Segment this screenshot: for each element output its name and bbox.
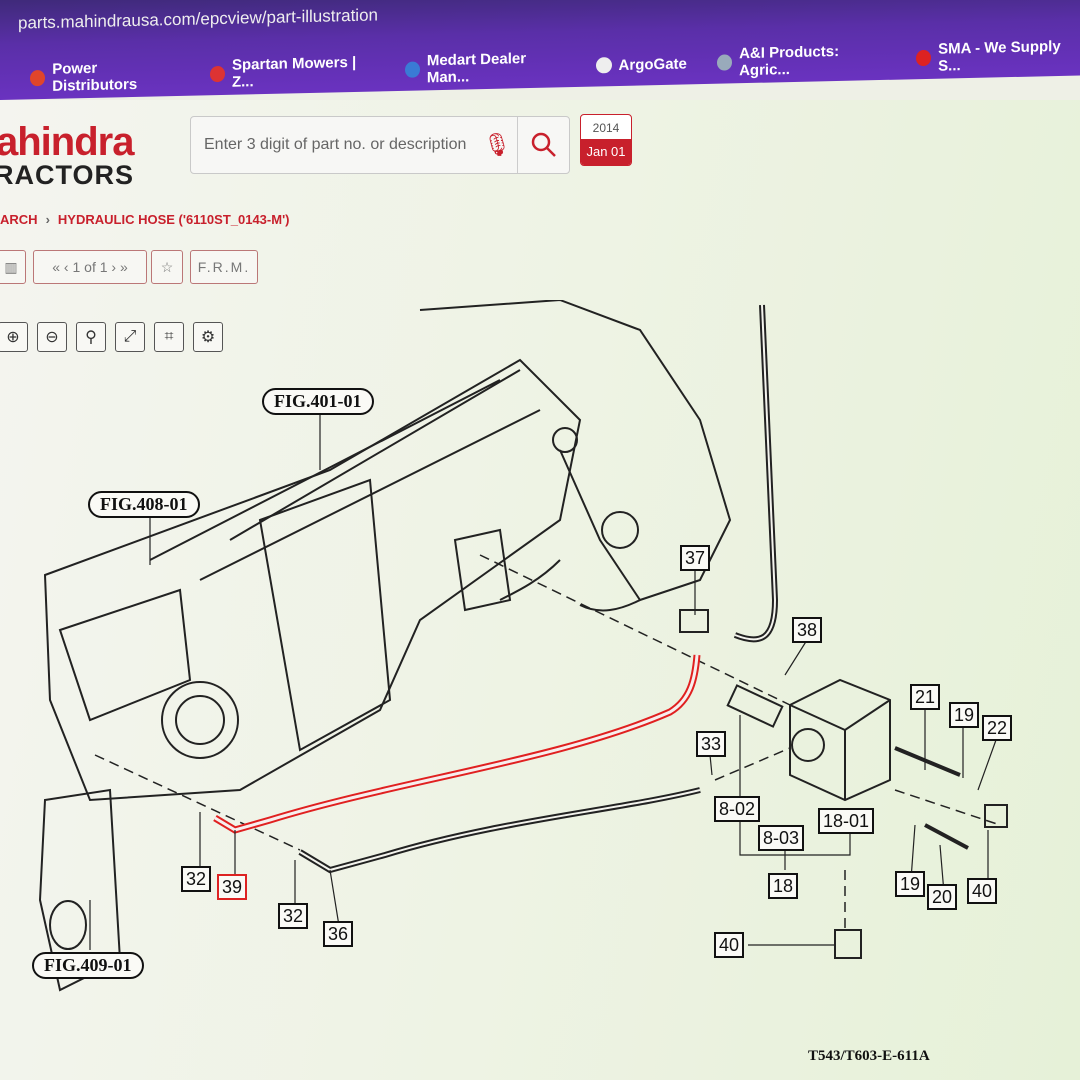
hose-36 <box>298 787 701 874</box>
callout-32[interactable]: 32 <box>181 866 212 892</box>
callout-37[interactable]: 37 <box>680 545 711 571</box>
browser-chrome: parts.mahindrausa.com/epcview/part-illus… <box>0 0 1080 100</box>
dashed-leader-lines <box>94 554 1001 930</box>
zoom-out-icon: ⊖ <box>45 329 59 346</box>
crop-icon: ⌗ <box>164 328 174 345</box>
zoom-out-button[interactable]: ⊖ <box>37 322 67 352</box>
logo-line2: RACTORS <box>0 160 135 190</box>
search-button[interactable] <box>517 117 569 173</box>
settings-icon: ⚙ <box>200 329 216 346</box>
zoom-user-button[interactable]: ⚲ <box>76 322 106 352</box>
bookmark-label: SMA - We Supply S... <box>938 37 1061 75</box>
microphone-icon[interactable]: 🎙︎ <box>483 132 511 157</box>
favorite-button[interactable]: ☆ <box>151 250 183 284</box>
bookmark-argogate[interactable]: ArgoGate <box>595 46 687 82</box>
parts-illustration[interactable] <box>0 300 1080 1080</box>
callout-8-03[interactable]: 8-03 <box>758 825 805 851</box>
pager-label: « ‹ 1 of 1 › » <box>52 259 128 275</box>
bookmark-medart[interactable]: Medart Dealer Man... <box>404 49 566 87</box>
bookmark-ai-products[interactable]: A&I Products: Agric... <box>716 42 886 80</box>
callout-19[interactable]: 19 <box>949 702 980 728</box>
zoom-user-icon: ⚲ <box>85 329 97 346</box>
callout-8-02[interactable]: 8-02 <box>714 796 761 822</box>
valve-block <box>679 609 1008 959</box>
logo-line1: ahindra <box>0 120 134 164</box>
barcode-button[interactable]: ▥ <box>0 250 26 284</box>
callout-20[interactable]: 20 <box>927 884 958 910</box>
pager[interactable]: « ‹ 1 of 1 › » <box>33 250 147 284</box>
bookmark-label: Spartan Mowers | Z... <box>231 53 357 91</box>
search-input[interactable]: Enter 3 digit of part no. or description <box>204 136 467 153</box>
callout-38[interactable]: 38 <box>792 617 823 643</box>
callout-18-01[interactable]: 18-01 <box>818 808 875 834</box>
callout-39-highlighted[interactable]: 39 <box>217 874 248 900</box>
calendar-date-picker[interactable]: 2014 Jan 01 <box>580 114 632 166</box>
bookmark-label: Medart Dealer Man... <box>426 50 527 87</box>
bookmark-label: ArgoGate <box>618 54 687 74</box>
hose-39-highlighted <box>213 654 701 834</box>
steel-pipe <box>733 304 779 643</box>
fit-screen-button[interactable]: ⤢ <box>115 322 145 352</box>
callout-18[interactable]: 18 <box>768 873 799 899</box>
zoom-in-button[interactable]: ⊕ <box>0 322 28 352</box>
callout-19b[interactable]: 19 <box>895 871 926 897</box>
favicon-icon <box>404 61 420 78</box>
favicon-icon <box>209 65 225 83</box>
bookmark-spartan-mowers[interactable]: Spartan Mowers | Z... <box>209 53 375 91</box>
calendar-year: 2014 <box>592 121 620 135</box>
figure-ref-401[interactable]: FIG.401-01 <box>262 388 374 415</box>
address-bar[interactable]: parts.mahindrausa.com/epcview/part-illus… <box>18 5 378 33</box>
fit-screen-icon: ⤢ <box>123 328 137 345</box>
drawing-code: T543/T603-E-611A <box>808 1048 930 1064</box>
favicon-icon <box>30 69 46 87</box>
favicon-icon <box>915 49 932 67</box>
callout-33[interactable]: 33 <box>696 731 727 757</box>
favicon-icon <box>716 54 733 71</box>
breadcrumb-separator-icon: › <box>45 212 50 227</box>
barcode-icon: ▥ <box>4 258 18 275</box>
bookmark-label: A&I Products: Agric... <box>739 42 840 80</box>
callout-22[interactable]: 22 <box>982 715 1013 741</box>
bookmark-label: Power Distributors <box>52 59 138 95</box>
callout-36[interactable]: 36 <box>323 921 354 947</box>
favicon-icon <box>595 57 612 74</box>
search-icon <box>531 132 556 157</box>
mahindra-logo[interactable]: ahindra RACTORS <box>0 122 134 189</box>
crop-button[interactable]: ⌗ <box>154 322 184 352</box>
callout-21[interactable]: 21 <box>910 684 941 710</box>
callout-leaders <box>89 412 997 950</box>
search-box: Enter 3 digit of part no. or description… <box>190 116 570 174</box>
breadcrumb: ARCH › HYDRAULIC HOSE ('6110ST_0143-M') <box>0 212 290 227</box>
callout-40b[interactable]: 40 <box>714 932 745 958</box>
star-icon: ☆ <box>160 258 174 275</box>
breadcrumb-search[interactable]: ARCH <box>0 212 38 227</box>
frm-label: F.R.M. <box>197 259 251 275</box>
breadcrumb-current: HYDRAULIC HOSE ('6110ST_0143-M') <box>57 212 290 227</box>
zoom-in-icon: ⊕ <box>6 329 20 346</box>
bookmark-power-distributors[interactable]: Power Distributors <box>30 58 180 95</box>
callout-32b[interactable]: 32 <box>278 903 309 929</box>
callout-40[interactable]: 40 <box>967 878 998 904</box>
bookmarks-bar: Power Distributors Spartan Mowers | Z...… <box>30 37 1080 95</box>
frm-button[interactable]: F.R.M. <box>190 250 258 284</box>
figure-ref-409[interactable]: FIG.409-01 <box>32 952 144 979</box>
transmission-housing <box>38 300 732 992</box>
calendar-date: Jan 01 <box>581 139 631 165</box>
settings-button[interactable]: ⚙ <box>193 322 223 352</box>
figure-ref-408[interactable]: FIG.408-01 <box>88 491 200 518</box>
bookmark-sma[interactable]: SMA - We Supply S... <box>915 37 1080 75</box>
